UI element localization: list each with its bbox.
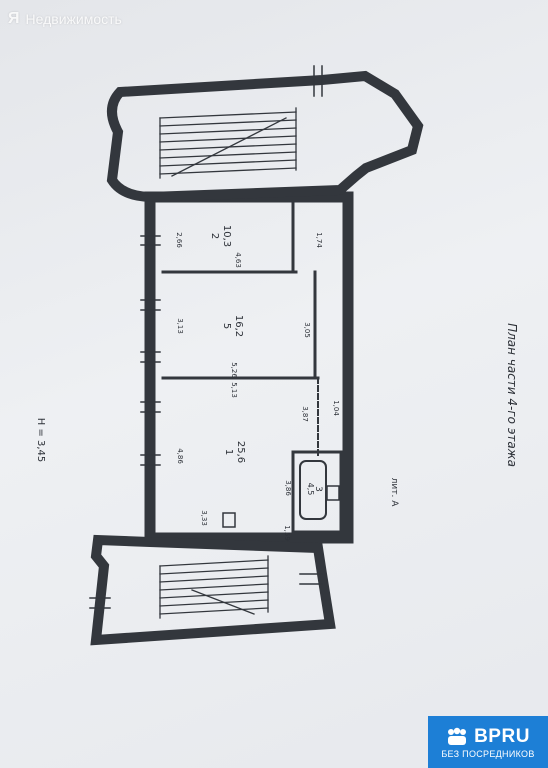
bpru-badge: BPRU БЕЗ ПОСРЕДНИКОВ <box>428 716 548 768</box>
badge-tagline: БЕЗ ПОСРЕДНИКОВ <box>441 748 535 759</box>
dim-label: 3,86 <box>284 480 292 496</box>
yandex-realty-watermark: Я Недвижимость <box>8 8 122 30</box>
room-1-number: 1 <box>223 449 234 455</box>
dim-label: 3,87 <box>301 406 309 422</box>
badge-name: BPRU <box>474 725 530 747</box>
stove-icon <box>222 512 236 528</box>
bathroom-wall <box>291 450 343 534</box>
room-5-number: 5 <box>221 323 232 329</box>
dim-label: 5,26 <box>230 362 238 378</box>
room-5-area: 16,2 <box>233 315 244 337</box>
dim-label: 1,74 <box>315 232 323 248</box>
dim-label: 3,13 <box>176 318 184 334</box>
liter-label: лит. А <box>389 478 399 508</box>
dim-label: 4,63 <box>234 252 242 268</box>
bathtub-icon <box>299 460 327 520</box>
yandex-logo-icon: Я <box>8 10 20 27</box>
dim-label: 1,04 <box>332 400 340 416</box>
dim-label: 3,33 <box>200 510 208 526</box>
plan-title: План части 4-го этажа <box>505 323 519 467</box>
dim-label: 3,05 <box>303 322 311 338</box>
room-1-area: 25,6 <box>235 441 246 463</box>
dim-label: 5,13 <box>230 382 238 398</box>
stair-block-bottom <box>90 534 336 646</box>
watermark-text: Недвижимость <box>25 11 122 27</box>
room-2-area: 10,3 <box>221 225 232 247</box>
dim-label: 4,86 <box>176 448 184 464</box>
plan-labels: План части 4-го этажа H = 3,45 лит. А 2 … <box>35 225 519 541</box>
room-3-number: 3 <box>313 486 323 492</box>
room-2-number: 2 <box>209 233 220 239</box>
stair-block-top <box>106 70 424 203</box>
dim-label: 1,59 <box>283 525 291 541</box>
room-3-area: 4,5 <box>306 483 315 496</box>
height-note: H = 3,45 <box>35 418 46 463</box>
washbasin-icon <box>326 485 340 501</box>
people-icon <box>448 727 467 745</box>
dim-label: 2,66 <box>175 232 183 248</box>
